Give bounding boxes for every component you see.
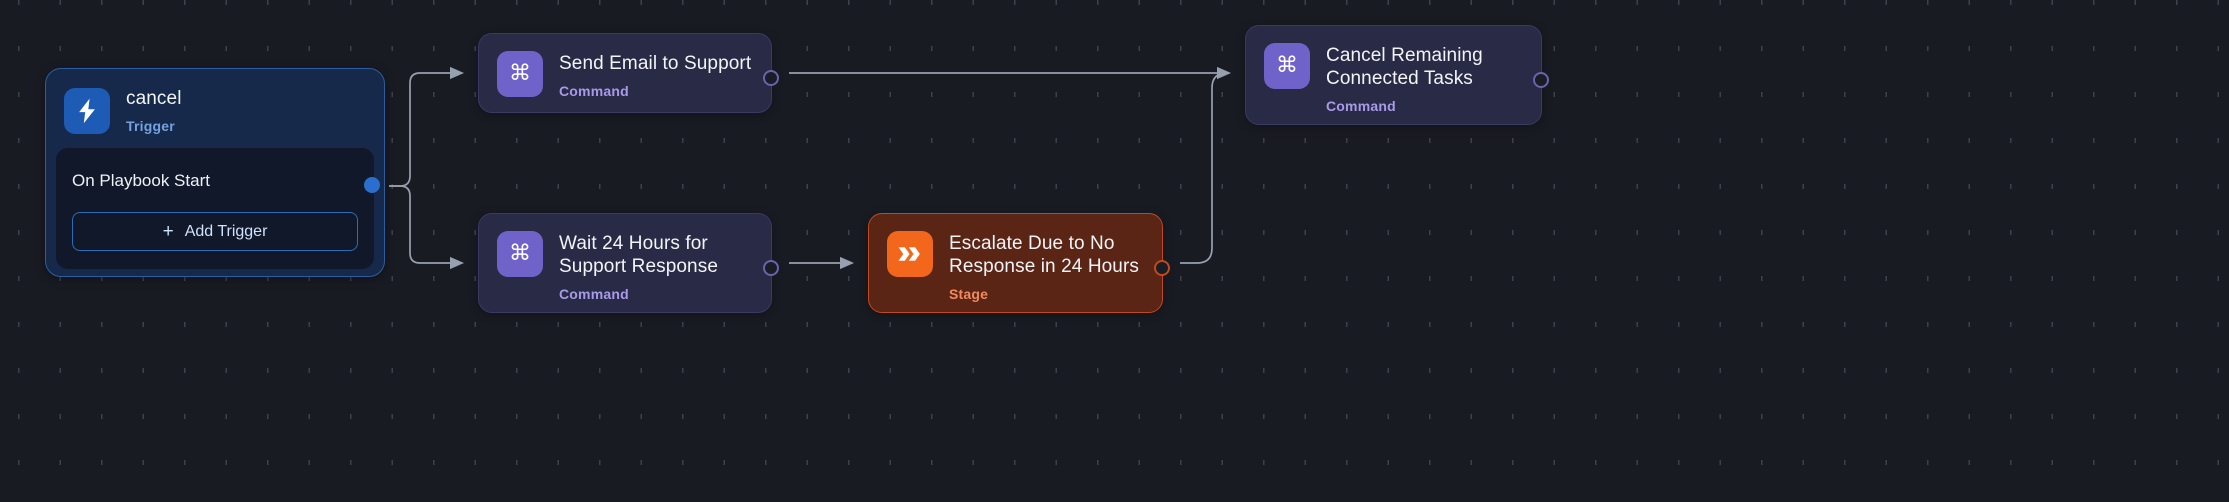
playbook-start-label: On Playbook Start — [72, 171, 210, 191]
node-output-handle[interactable] — [1154, 260, 1170, 276]
trigger-node-title: cancel — [126, 88, 182, 109]
node-output-handle[interactable] — [763, 70, 779, 86]
plus-icon: + — [162, 221, 174, 243]
trigger-body-panel: On Playbook Start + Add Trigger — [56, 148, 380, 270]
node-subtitle: Command — [559, 83, 629, 100]
lightning-bolt-icon — [64, 87, 110, 134]
node-text: Wait 24 Hours for Support Response Comma… — [559, 231, 718, 302]
edge-trigger-to-send-email — [389, 66, 465, 187]
command-icon: ⌘ — [1264, 43, 1310, 89]
trigger-output-dot[interactable] — [364, 177, 380, 194]
node-subtitle: Command — [559, 286, 629, 303]
node-text: Send Email to Support Command — [559, 51, 751, 99]
double-chevron-icon — [887, 231, 933, 277]
node-title: Wait 24 Hours for Support Response — [559, 233, 718, 278]
node-output-handle[interactable] — [1533, 72, 1549, 88]
node-title: Cancel Remaining Connected Tasks — [1326, 45, 1483, 90]
node-title: Escalate Due to No Response in 24 Hours — [949, 233, 1139, 278]
command-icon: ⌘ — [497, 51, 543, 97]
trigger-node-header: cancel Trigger — [46, 69, 384, 148]
node-send-email-to-support[interactable]: ⌘ Send Email to Support Command — [478, 33, 779, 116]
node-subtitle: Stage — [949, 286, 989, 303]
trigger-node-card[interactable]: cancel Trigger On Playbook Start + Add T… — [45, 68, 385, 277]
node-subtitle: Command — [1326, 98, 1396, 115]
node-title: Send Email to Support — [559, 53, 752, 74]
edge-escalate-to-cancel — [1180, 72, 1229, 264]
command-icon: ⌘ — [497, 231, 543, 277]
node-output-handle[interactable] — [763, 260, 779, 276]
edge-trigger-to-wait — [389, 185, 465, 270]
node-escalate-due-to-no-response[interactable]: Escalate Due to No Response in 24 Hours … — [868, 213, 1170, 313]
node-content: ⌘ Cancel Remaining Connected Tasks Comma… — [1246, 26, 1541, 131]
trigger-node-text: cancel Trigger — [126, 87, 182, 134]
node-text: Escalate Due to No Response in 24 Hours … — [949, 231, 1139, 302]
node-content: ⌘ Send Email to Support Command — [479, 34, 771, 116]
node-text: Cancel Remaining Connected Tasks Command — [1326, 43, 1483, 114]
playbook-start-row[interactable]: On Playbook Start — [72, 164, 358, 198]
node-content: ⌘ Wait 24 Hours for Support Response Com… — [479, 214, 771, 319]
add-trigger-button[interactable]: + Add Trigger — [72, 212, 358, 252]
node-content: Escalate Due to No Response in 24 Hours … — [869, 214, 1162, 319]
trigger-node-subtitle: Trigger — [126, 118, 175, 135]
add-trigger-label: Add Trigger — [184, 222, 268, 240]
node-wait-24-hours[interactable]: ⌘ Wait 24 Hours for Support Response Com… — [478, 213, 779, 313]
node-cancel-remaining-connected-tasks[interactable]: ⌘ Cancel Remaining Connected Tasks Comma… — [1245, 25, 1549, 125]
